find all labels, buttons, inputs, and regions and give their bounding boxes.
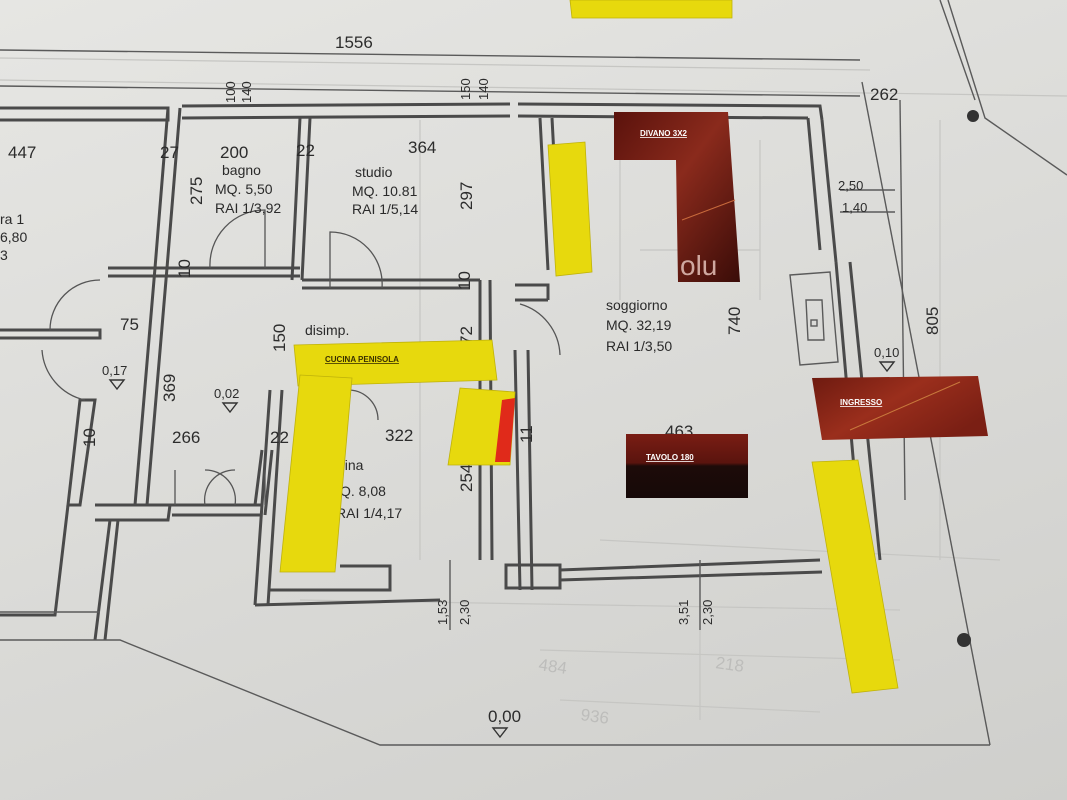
tavolo-piece: TAVOLO 180 [626, 434, 748, 498]
dim-250: 2,50 [838, 178, 863, 193]
level-017: 0,17 [102, 363, 127, 378]
dim-364: 364 [408, 138, 436, 157]
room-cucina-mq: Q. 8,08 [340, 483, 386, 499]
height-153: 1,53 [435, 600, 450, 625]
dim-805: 805 [923, 307, 942, 335]
room-cucina-rai: RAI 1/4,17 [336, 505, 402, 521]
ingresso-piece: INGRESSO [812, 376, 988, 440]
dim-11: 11 [517, 425, 536, 443]
door-swings [41, 209, 561, 506]
divano-piece: olu DIVANO 3X2 [614, 112, 740, 282]
dim-262: 262 [870, 85, 898, 104]
level-markers [108, 110, 979, 739]
dim-10b: 10 [455, 271, 474, 290]
room-camera-extra: 3 [0, 247, 8, 263]
dim-140c: 1,40 [842, 200, 867, 215]
room-studio-rai: RAI 1/5,14 [352, 201, 418, 217]
room-bagno-mq: MQ. 5,50 [215, 181, 273, 197]
dim-369: 369 [160, 374, 179, 402]
dim-75: 75 [120, 315, 139, 334]
tape-top [569, 0, 733, 19]
dim-266: 266 [172, 428, 200, 447]
room-labels: bagno MQ. 5,50 RAI 1/3,92 studio MQ. 10.… [0, 162, 672, 521]
room-studio-mq: MQ. 10.81 [352, 183, 418, 199]
room-bagno-name: bagno [222, 162, 261, 178]
svg-text:484: 484 [537, 655, 568, 678]
label-cucina-penisola: CUCINA PENISOLA [325, 355, 399, 364]
dim-27: 27 [160, 143, 179, 162]
tape-cucina-counter [279, 374, 353, 573]
dim-10a: 10 [175, 259, 194, 278]
dim-140a: 140 [239, 81, 254, 103]
dim-447: 447 [8, 143, 36, 162]
svg-text:936: 936 [579, 705, 610, 728]
level-002: 0,02 [214, 386, 239, 401]
label-ingresso: INGRESSO [840, 398, 882, 407]
red-strip [495, 398, 515, 462]
room-camera-mq: 6,80 [0, 229, 27, 245]
dim-22b: 22 [270, 428, 289, 447]
dimension-texts: 1556 262 100 140 150 140 447 27 200 22 3… [8, 33, 942, 726]
dim-100: 100 [223, 81, 238, 103]
dim-740: 740 [725, 307, 744, 335]
dim-10c: 10 [80, 428, 99, 447]
dim-254: 254 [457, 464, 476, 492]
dim-200: 200 [220, 143, 248, 162]
svg-text:218: 218 [714, 653, 745, 676]
yellow-tape-pieces [279, 0, 899, 694]
faint-text: 484 218 936 [537, 653, 745, 728]
dim-22a: 22 [296, 141, 315, 160]
dim-total-width: 1556 [335, 33, 373, 52]
tape-ingresso [811, 459, 899, 694]
dim-322: 322 [385, 426, 413, 445]
dim-150b: 150 [270, 324, 289, 352]
room-bagno-rai: RAI 1/3,92 [215, 200, 281, 216]
dim-150: 150 [458, 78, 473, 100]
room-soggiorno-name: soggiorno [606, 297, 668, 313]
room-soggiorno-rai: RAI 1/3,50 [606, 338, 672, 354]
dim-297: 297 [457, 182, 476, 210]
level-010: 0,10 [874, 345, 899, 360]
dim-275: 275 [187, 177, 206, 205]
dim-140b: 140 [476, 78, 491, 100]
tape-cucina-penisola [293, 339, 498, 387]
room-soggiorno-mq: MQ. 32,19 [606, 317, 672, 333]
height-230a: 2,30 [457, 600, 472, 625]
room-studio-name: studio [355, 164, 393, 180]
label-divano: DIVANO 3X2 [640, 129, 688, 138]
dimension-lines [0, 49, 906, 630]
walls [0, 0, 1067, 746]
height-351: 3,51 [676, 600, 691, 625]
height-230b: 2,30 [700, 600, 715, 625]
level-000: 0,00 [488, 707, 521, 726]
room-disimp-name: disimp. [305, 322, 349, 338]
room-camera-name: ra 1 [0, 211, 24, 227]
label-tavolo: TAVOLO 180 [646, 453, 694, 462]
divano-partial-text: olu [680, 250, 717, 281]
tape-window-studio [547, 141, 593, 277]
